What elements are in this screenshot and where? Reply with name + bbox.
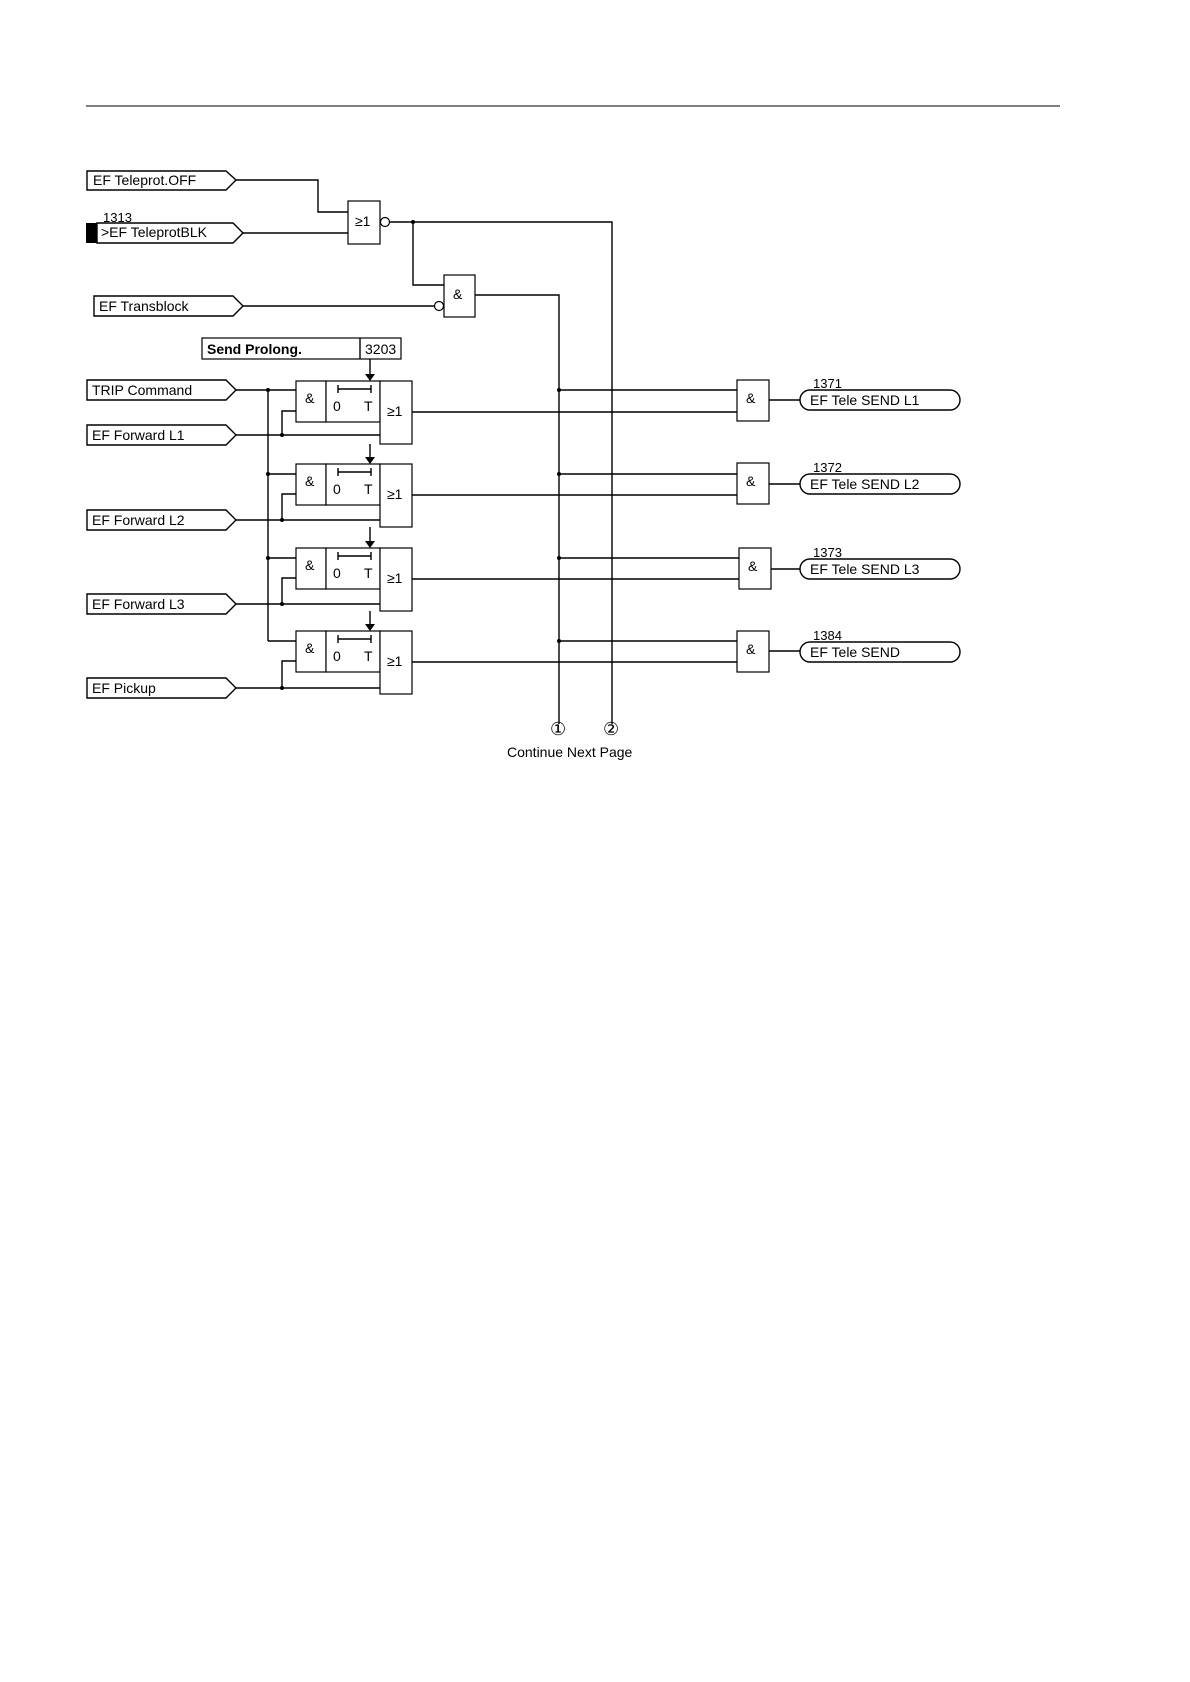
input-trip-command-label: TRIP Command: [92, 382, 192, 398]
connectors: ① ② Continue Next Page: [507, 719, 633, 760]
timer-t-label: T: [364, 481, 373, 497]
timer-zero-label: 0: [333, 648, 341, 664]
input-forward-l1-label: EF Forward L1: [92, 427, 185, 443]
and-gate-symbol: &: [746, 473, 756, 489]
timer-t-label: T: [364, 565, 373, 581]
setting-address: 3203: [365, 341, 396, 357]
top-wires: [236, 180, 612, 724]
output-number: 1373: [813, 545, 842, 560]
input-teleprot-blk-label: >EF TeleprotBLK: [101, 224, 208, 240]
input-forward-l2: EF Forward L2: [87, 510, 236, 530]
output-label: EF Tele SEND: [810, 644, 900, 660]
input-pickup: EF Pickup: [87, 678, 236, 698]
driver-stage-pickup: & 0 T ≥1: [296, 631, 412, 694]
and-gate-symbol: &: [748, 558, 758, 574]
and-gate-transblock: &: [435, 275, 476, 317]
negation-circle: [381, 218, 390, 227]
timer-zero-label: 0: [333, 481, 341, 497]
input-pickup-label: EF Pickup: [92, 680, 156, 696]
and-gate-symbol: &: [746, 390, 756, 406]
binary-input-marker: [86, 223, 97, 243]
output-label: EF Tele SEND L1: [810, 392, 920, 408]
connector-2: ②: [603, 719, 619, 739]
driver-stage-l2: & 0 T ≥1: [296, 464, 412, 527]
or-gate-block: ≥1: [348, 201, 390, 244]
or-gate-symbol: ≥1: [387, 653, 403, 669]
output-send-l1: 1371 EF Tele SEND L1: [800, 376, 960, 410]
output-number: 1384: [813, 628, 842, 643]
setting-send-prolong: Send Prolong. 3203: [202, 338, 401, 359]
and-gate-symbol: &: [453, 286, 463, 302]
or-gate-symbol: ≥1: [387, 403, 403, 419]
input-teleprot-off: EF Teleprot.OFF: [87, 171, 236, 190]
setting-label: Send Prolong.: [207, 341, 302, 357]
input-teleprot-off-label: EF Teleprot.OFF: [93, 172, 196, 188]
output-send-l3: 1373 EF Tele SEND L3: [800, 545, 960, 579]
output-number: 1371: [813, 376, 842, 391]
and-gate-symbol: &: [746, 641, 756, 657]
and-gate-symbol: &: [305, 640, 315, 656]
timer-zero-label: 0: [333, 398, 341, 414]
input-forward-l1: EF Forward L1: [87, 425, 236, 445]
input-teleprot-blk: 1313 >EF TeleprotBLK: [86, 210, 243, 243]
timer-t-label: T: [364, 398, 373, 414]
and-gate-symbol: &: [305, 473, 315, 489]
or-gate-symbol: ≥1: [387, 486, 403, 502]
connector-1: ①: [550, 719, 566, 739]
and-gate-symbol: &: [305, 557, 315, 573]
output-label: EF Tele SEND L3: [810, 561, 920, 577]
driver-stage-l3: & 0 T ≥1: [296, 548, 412, 611]
output-and-gates: & & & &: [737, 380, 800, 672]
continue-next-page-label: Continue Next Page: [507, 744, 633, 760]
input-forward-l3: EF Forward L3: [87, 594, 236, 614]
input-trip-command: TRIP Command: [87, 380, 236, 400]
output-number: 1372: [813, 460, 842, 475]
output-send-l2: 1372 EF Tele SEND L2: [800, 460, 960, 494]
input-transblock: EF Transblock: [94, 296, 243, 316]
or-gate-symbol: ≥1: [387, 570, 403, 586]
and-gate-symbol: &: [305, 390, 315, 406]
timer-zero-label: 0: [333, 565, 341, 581]
input-forward-l3-label: EF Forward L3: [92, 596, 185, 612]
output-label: EF Tele SEND L2: [810, 476, 920, 492]
negation-circle: [435, 302, 444, 311]
output-send: 1384 EF Tele SEND: [800, 628, 960, 662]
input-forward-l2-label: EF Forward L2: [92, 512, 185, 528]
input-transblock-label: EF Transblock: [99, 298, 189, 314]
timer-t-label: T: [364, 648, 373, 664]
or-gate-symbol: ≥1: [355, 213, 371, 229]
